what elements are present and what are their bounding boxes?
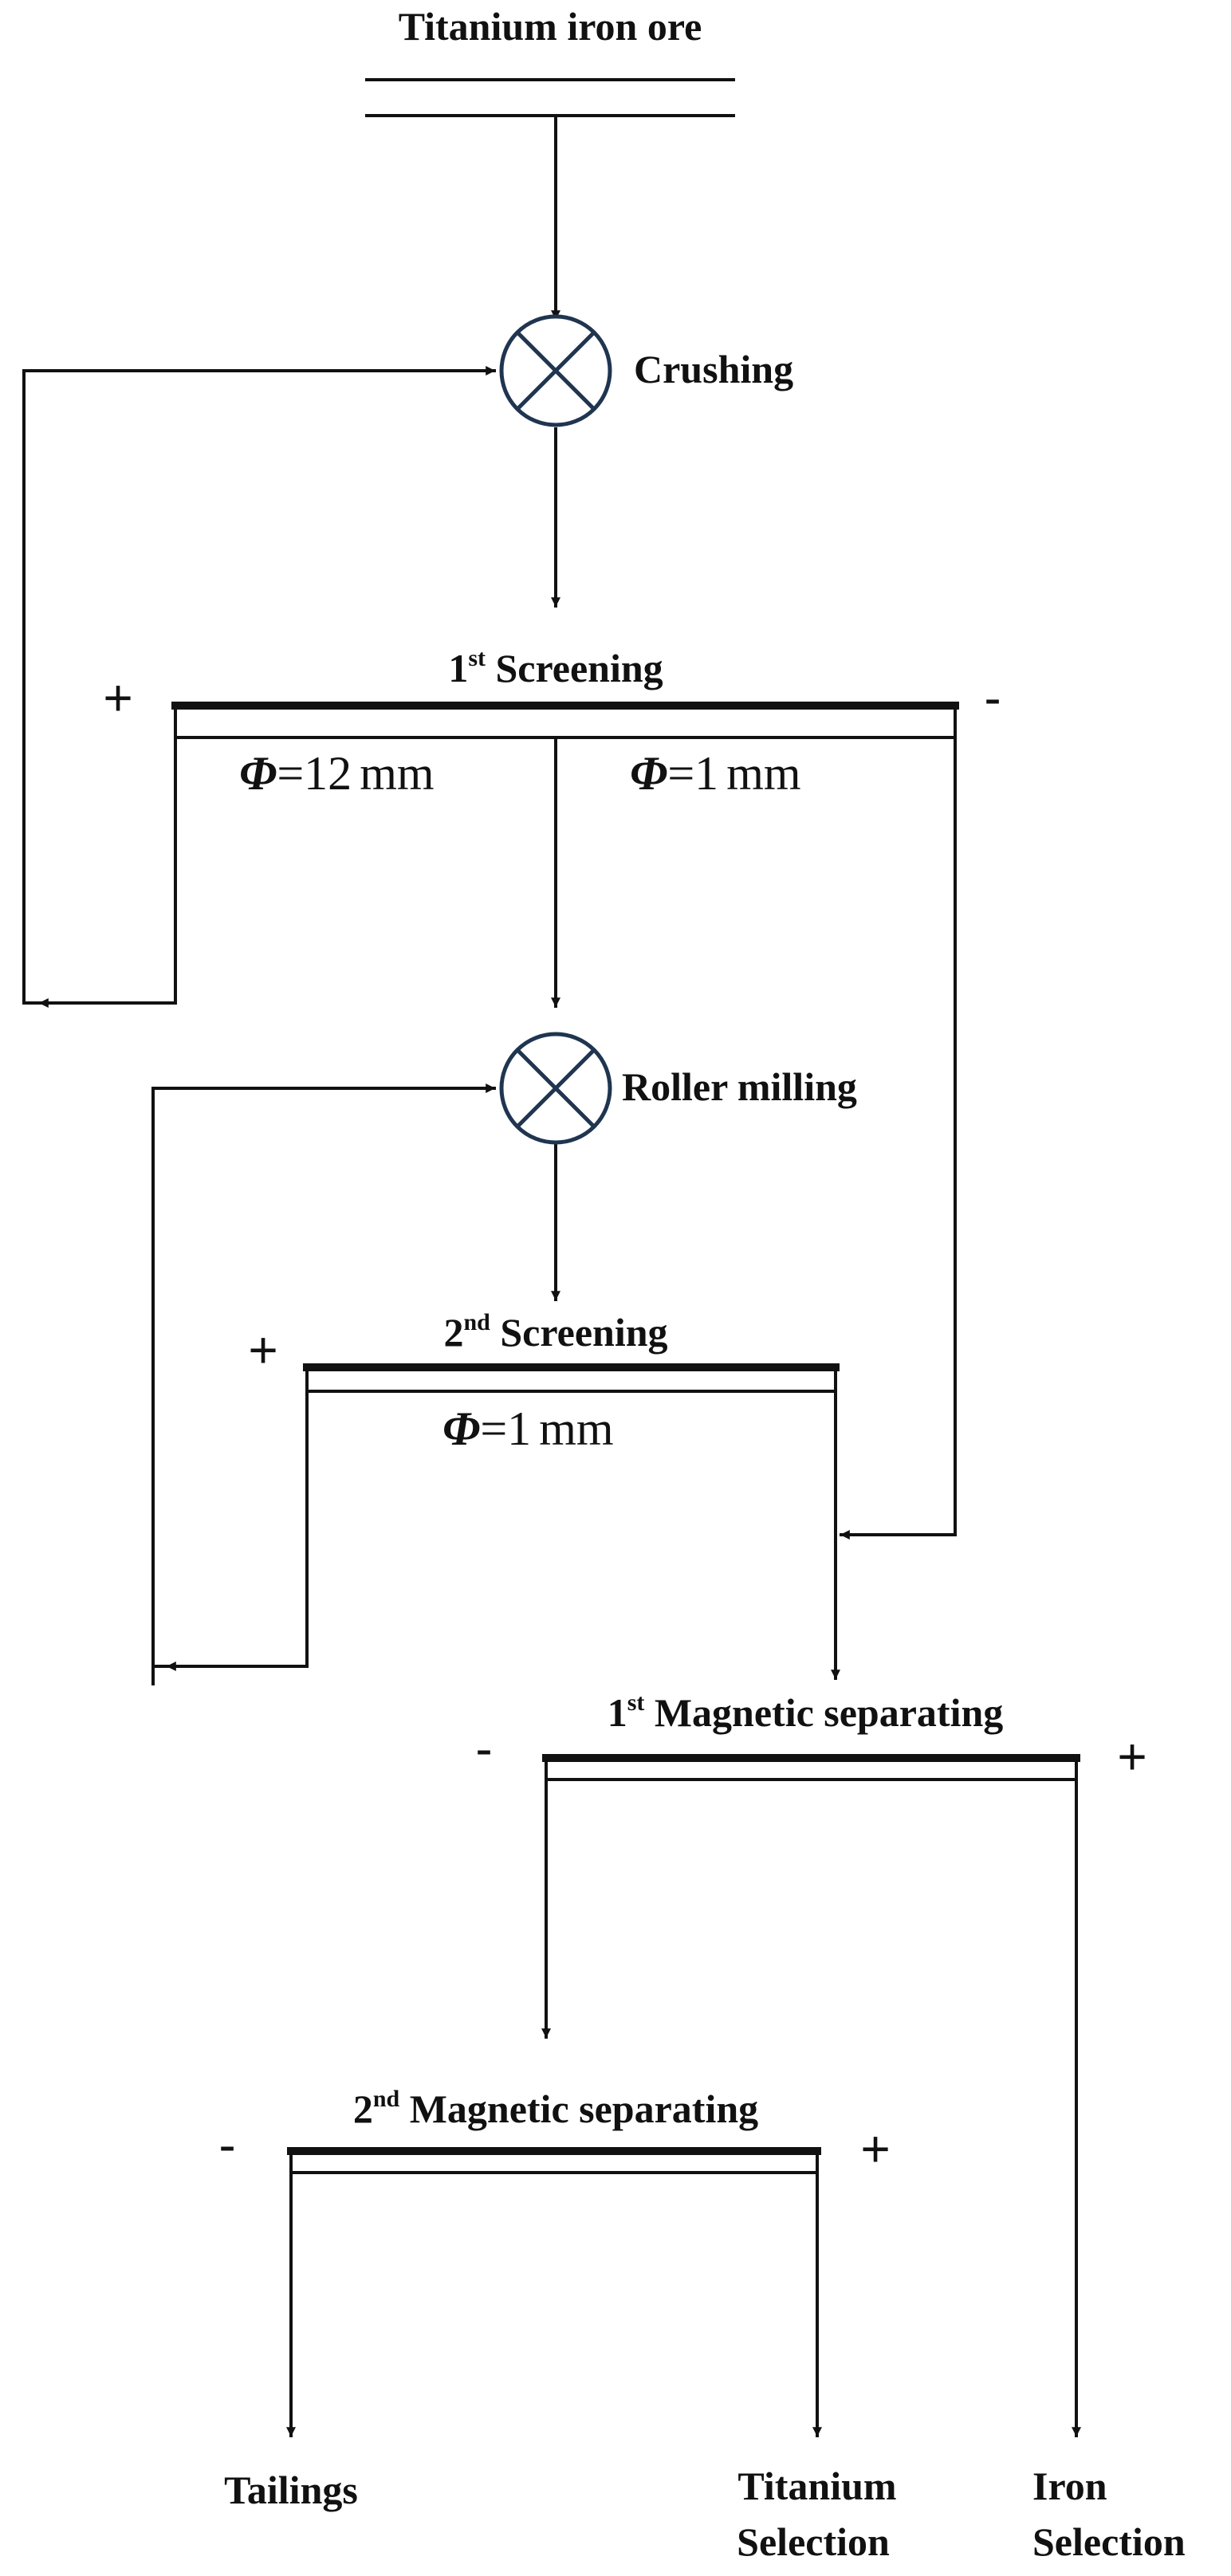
titanium-selection-label-line2: Selection: [737, 2519, 890, 2564]
crushing-node: [499, 314, 612, 427]
iron-selection-label-line2: Selection: [1032, 2519, 1186, 2564]
magnetic2-plus-sign: +: [860, 2120, 890, 2177]
screening2-title: 2nd Screening: [443, 1309, 667, 1355]
magnetic1-title: 1st Magnetic separating: [608, 1689, 1004, 1735]
magnetic2-title: 2nd Magnetic separating: [353, 2086, 758, 2131]
screening1-title: 1st Screening: [448, 645, 663, 690]
roller-milling-label: Roller milling: [622, 1064, 857, 1109]
magnetic1-minus-sign: -: [475, 1720, 492, 1777]
magnetic2-minus-sign: -: [218, 2116, 235, 2173]
crushing-label: Crushing: [634, 347, 793, 391]
iron-selection-label-line1: Iron: [1032, 2464, 1107, 2508]
titanium-selection-label-line1: Titanium: [737, 2464, 896, 2508]
arrow-screening1-undersize: [840, 736, 957, 1540]
screening1-minus-sign: -: [984, 669, 1001, 726]
screening1-plus-sign: +: [103, 669, 132, 726]
feed-label: Titanium iron ore: [399, 4, 702, 49]
screening2-plus-sign: +: [248, 1321, 277, 1378]
magnetic1-plus-sign: +: [1117, 1728, 1146, 1785]
arrow-recycle-to-crushing: [22, 366, 496, 1005]
arrow-recycle-to-roller: [151, 1083, 496, 1685]
arrow-screening1-oversize-recycle: [22, 736, 177, 1005]
roller-milling-node: [499, 1032, 612, 1145]
arrow-screening2-oversize: [154, 1390, 309, 1668]
tailings-label: Tailings: [224, 2468, 358, 2512]
